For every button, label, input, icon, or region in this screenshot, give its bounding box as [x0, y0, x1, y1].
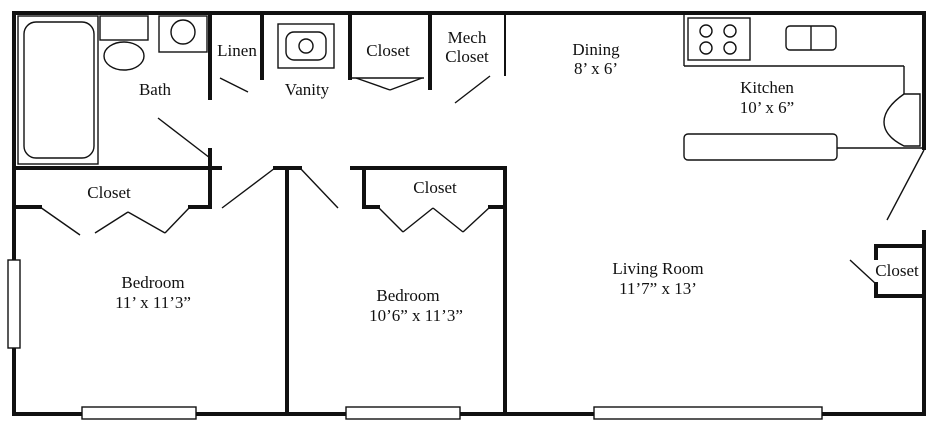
dining-label: Dining [572, 40, 620, 59]
burner-icon [699, 24, 713, 38]
vanity-sink [277, 23, 335, 69]
bedroom2-label: Bedroom [376, 286, 439, 305]
burner-icon [723, 41, 737, 55]
interior-walls [12, 11, 926, 416]
kitchen-size: 10’ x 6” [740, 98, 794, 117]
window-bedroom1-west [7, 259, 21, 349]
windows [7, 259, 823, 420]
bedroom1-closet-label: Closet [87, 183, 131, 202]
burner-icon [723, 24, 737, 38]
stove [687, 17, 751, 61]
vanity-label: Vanity [285, 80, 330, 99]
burner-icon [699, 41, 713, 55]
window-bedroom1-south [81, 406, 197, 420]
mech-closet-label-line1: Mech [448, 28, 487, 47]
living-room-label: Living Room [612, 259, 703, 278]
door-swings [39, 75, 925, 285]
bedroom2-size: 10’6” x 11’3” [369, 306, 463, 325]
exterior-walls [12, 11, 926, 416]
refrigerator [883, 93, 921, 147]
linen-label: Linen [217, 41, 257, 60]
dining-size: 8’ x 6’ [574, 59, 618, 78]
bathtub-basin [23, 21, 95, 159]
toilet-tank [99, 15, 149, 41]
kitchen-counter [683, 133, 838, 161]
hall-closet-label: Closet [366, 41, 410, 60]
mech-closet-label-line2: Closet [445, 47, 489, 66]
toilet-bowl [103, 41, 145, 71]
window-living-south [593, 406, 823, 420]
bath-fixtures [17, 15, 208, 165]
window-bedroom2-south [345, 406, 461, 420]
room-labels: Bath Linen Vanity Closet Mech Closet Din… [87, 28, 919, 325]
bath-label: Bath [139, 80, 172, 99]
living-room-size: 11’7” x 13’ [619, 279, 697, 298]
kitchen-label: Kitchen [740, 78, 794, 97]
living-closet-label: Closet [875, 261, 919, 280]
bedroom1-size: 11’ x 11’3” [115, 293, 191, 312]
bath-sink-basin [170, 19, 196, 45]
bedroom2-closet-label: Closet [413, 178, 457, 197]
bedroom1-label: Bedroom [121, 273, 184, 292]
kitchen-fixtures [683, 15, 924, 161]
